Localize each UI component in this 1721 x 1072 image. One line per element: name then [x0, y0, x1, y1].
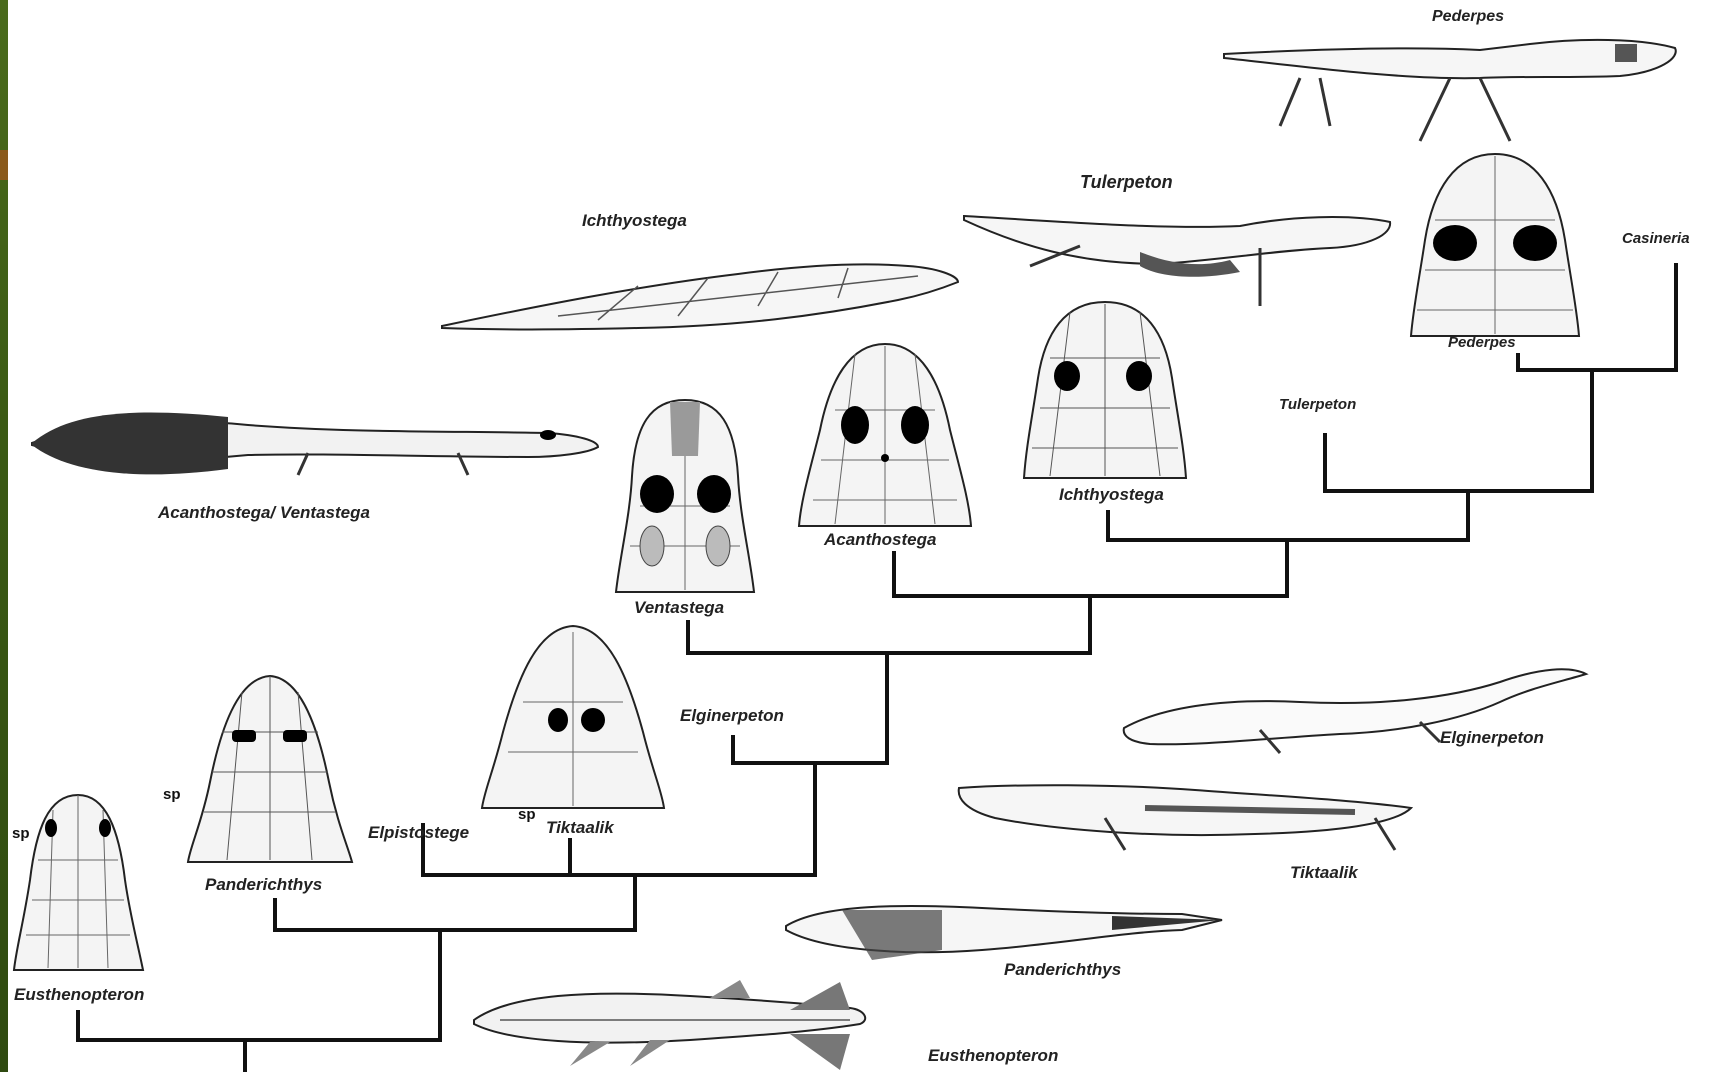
- skull-pederpes: [1405, 150, 1585, 340]
- body-label-tulerpeton: Tulerpeton: [1080, 172, 1173, 193]
- body-ichthyostega: [438, 246, 963, 336]
- tip-tiktaalik: Tiktaalik: [546, 818, 614, 838]
- skull-panderichthys: [182, 672, 357, 867]
- body-pederpes: [1220, 36, 1680, 151]
- body-label-tiktaalik: Tiktaalik: [1290, 863, 1358, 883]
- tip-elpistostege: Elpistostege: [368, 823, 469, 843]
- body-label-eusthenopteron: Eusthenopteron: [928, 1046, 1058, 1066]
- body-panderichthys: [782, 900, 1227, 970]
- skull-tiktaalik: [478, 622, 668, 812]
- tip-elginerpeton: Elginerpeton: [680, 706, 784, 726]
- body-acanthostega: [28, 403, 603, 483]
- skull-acanthostega: [795, 340, 975, 530]
- tip-panderichthys: Panderichthys: [205, 875, 322, 895]
- tip-acanthostega: Acanthostega: [824, 530, 936, 550]
- skull-ventastega: [610, 396, 760, 596]
- sp-label-panderichthys: sp: [163, 786, 181, 803]
- skull-eusthenopteron: [8, 790, 148, 975]
- skull-ichthyostega: [1020, 298, 1190, 483]
- branch-tulerpeton: [1325, 370, 1592, 491]
- branch-acanthostega: [894, 540, 1287, 596]
- body-label-pederpes: Pederpes: [1432, 8, 1504, 26]
- branch-panderichthys: [275, 875, 635, 930]
- body-elginerpeton: [1120, 658, 1590, 758]
- body-tulerpeton: [960, 206, 1395, 321]
- tip-tulerpeton: Tulerpeton: [1279, 396, 1356, 413]
- body-label-ichthyostega: Ichthyostega: [582, 211, 687, 231]
- body-label-acanthostega-ventastega: Acanthostega/ Ventastega: [158, 503, 370, 523]
- tip-ventastega: Ventastega: [634, 598, 724, 618]
- tip-casineria: Casineria: [1622, 230, 1690, 247]
- branch-ventastega: [688, 596, 1090, 653]
- tip-eusthenopteron: Eusthenopteron: [14, 985, 144, 1005]
- tip-ichthyostega: Ichthyostega: [1059, 485, 1164, 505]
- body-tiktaalik: [955, 778, 1415, 853]
- body-eusthenopteron: [470, 980, 870, 1072]
